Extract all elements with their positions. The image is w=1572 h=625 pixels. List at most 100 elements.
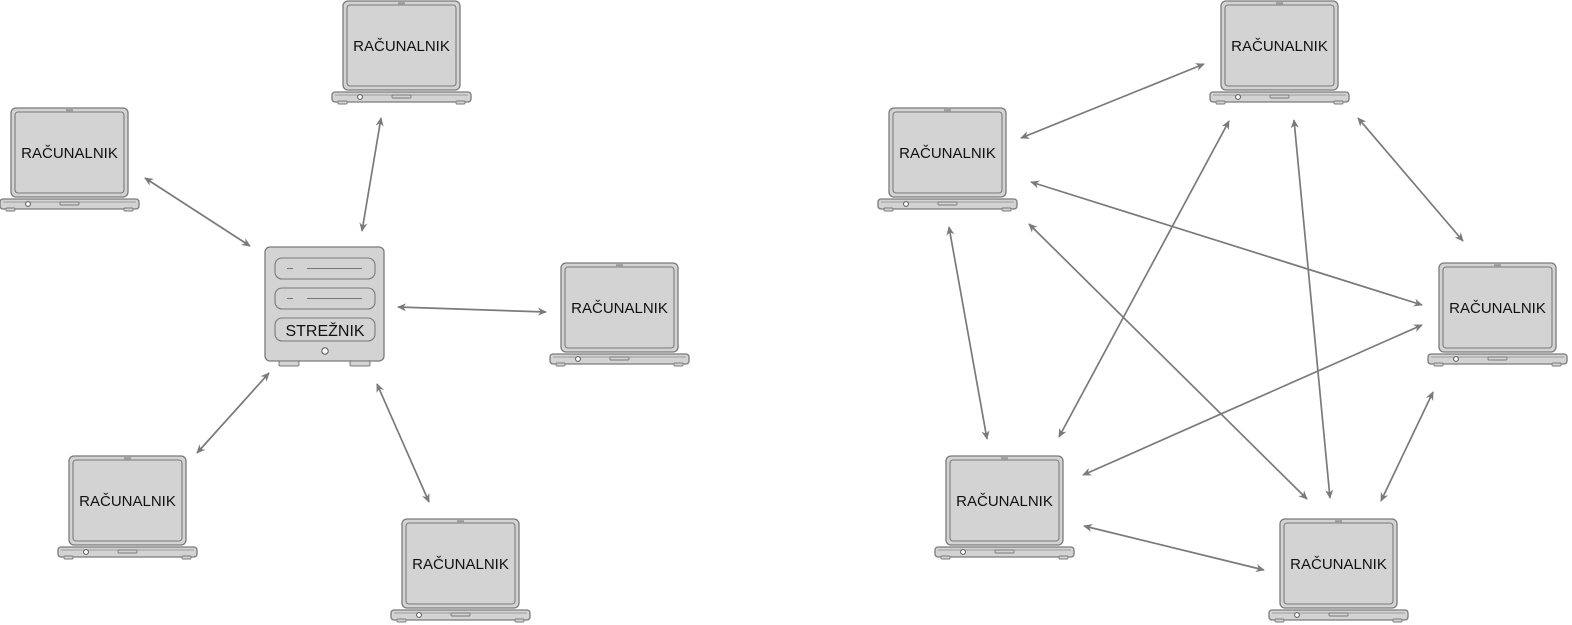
connections: [144, 63, 1464, 573]
bidirectional-arrow: [1083, 523, 1265, 573]
laptop-computer: RAČUNALNIK: [1427, 262, 1568, 367]
foot: [673, 362, 684, 367]
computer-label: RAČUNALNIK: [1231, 38, 1328, 55]
foot: [1215, 100, 1226, 105]
screen: [1224, 4, 1335, 87]
bidirectional-arrow: [144, 177, 251, 247]
power-led-icon: [960, 549, 966, 555]
bidirectional-arrow: [1082, 324, 1423, 476]
foot: [940, 555, 951, 560]
power-led-icon: [1294, 612, 1300, 618]
camera-icon: [457, 520, 464, 523]
laptop-computer: RAČUNALNIK: [934, 455, 1075, 560]
screen: [1442, 266, 1553, 349]
camera-icon: [124, 457, 131, 460]
computer-label: RAČUNALNIK: [412, 556, 509, 573]
camera-icon: [66, 109, 73, 112]
camera-icon: [616, 264, 623, 267]
trackpad-notch: [937, 201, 958, 206]
foot: [1433, 362, 1444, 367]
foot: [5, 207, 16, 212]
foot: [1392, 618, 1403, 623]
camera-icon: [1335, 520, 1342, 523]
bidirectional-arrow: [1380, 391, 1434, 502]
laptop-computer: RAČUNALNIK: [1209, 0, 1350, 105]
laptop-computer: RAČUNALNIK: [390, 518, 531, 623]
laptop-computer: RAČUNALNIK: [549, 262, 690, 367]
camera-icon: [1276, 2, 1283, 5]
foot: [455, 100, 466, 105]
foot: [123, 207, 134, 212]
trackpad-notch: [450, 612, 471, 617]
trackpad-notch: [1328, 612, 1349, 617]
foot: [1551, 362, 1562, 367]
server-label: STREŽNIK: [285, 321, 364, 340]
trackpad-notch: [391, 94, 412, 99]
camera-icon: [398, 2, 405, 5]
screen: [564, 266, 675, 349]
bidirectional-arrow: [1030, 180, 1423, 307]
power-led-icon: [1235, 94, 1241, 100]
power-led-icon: [321, 347, 329, 355]
bidirectional-arrow: [1290, 119, 1334, 499]
camera-icon: [1001, 457, 1008, 460]
foot: [555, 362, 566, 367]
foot: [1001, 207, 1012, 212]
trackpad-notch: [609, 356, 630, 361]
computer-label: RAČUNALNIK: [956, 493, 1053, 510]
server: STREŽNIK: [264, 246, 385, 367]
screen: [949, 459, 1060, 542]
foot: [181, 555, 192, 560]
foot: [396, 618, 407, 623]
bidirectional-arrow: [1020, 63, 1205, 139]
foot: [883, 207, 894, 212]
bidirectional-arrow: [1028, 223, 1308, 500]
computer-label: RAČUNALNIK: [353, 38, 450, 55]
computer-label: RAČUNALNIK: [1290, 556, 1387, 573]
power-led-icon: [416, 612, 422, 618]
computer-label: RAČUNALNIK: [79, 493, 176, 510]
screen: [346, 4, 457, 87]
foot: [349, 360, 371, 367]
foot: [1274, 618, 1285, 623]
camera-icon: [1494, 264, 1501, 267]
bidirectional-arrow: [1357, 117, 1464, 242]
power-led-icon: [1453, 356, 1459, 362]
screen: [72, 459, 183, 542]
bidirectional-arrow: [359, 117, 384, 232]
screen: [1283, 522, 1394, 605]
screen: [14, 111, 125, 194]
laptop-computer: RAČUNALNIK: [1268, 518, 1409, 623]
computer-label: RAČUNALNIK: [1449, 300, 1546, 317]
computer-label: RAČUNALNIK: [571, 300, 668, 317]
power-led-icon: [575, 356, 581, 362]
laptop-computer: RAČUNALNIK: [877, 107, 1018, 212]
label-bay: [274, 317, 376, 342]
camera-icon: [944, 109, 951, 112]
foot: [278, 360, 300, 367]
power-led-icon: [903, 201, 909, 207]
laptop-computer: RAČUNALNIK: [57, 455, 198, 560]
bidirectional-arrow: [946, 226, 990, 440]
trackpad-notch: [1269, 94, 1290, 99]
power-led-icon: [357, 94, 363, 100]
foot: [337, 100, 348, 105]
power-led-icon: [83, 549, 89, 555]
bidirectional-arrow: [376, 383, 430, 503]
power-led-icon: [25, 201, 31, 207]
trackpad-notch: [994, 549, 1015, 554]
foot: [1333, 100, 1344, 105]
trackpad-notch: [59, 201, 80, 206]
bidirectional-arrow: [196, 372, 270, 454]
screen: [892, 111, 1003, 194]
laptop-computer: RAČUNALNIK: [0, 107, 140, 212]
computer-label: RAČUNALNIK: [899, 145, 996, 162]
foot: [1058, 555, 1069, 560]
trackpad-notch: [117, 549, 138, 554]
trackpad-notch: [1487, 356, 1508, 361]
foot: [514, 618, 525, 623]
computer-label: RAČUNALNIK: [21, 145, 118, 162]
screen: [405, 522, 516, 605]
